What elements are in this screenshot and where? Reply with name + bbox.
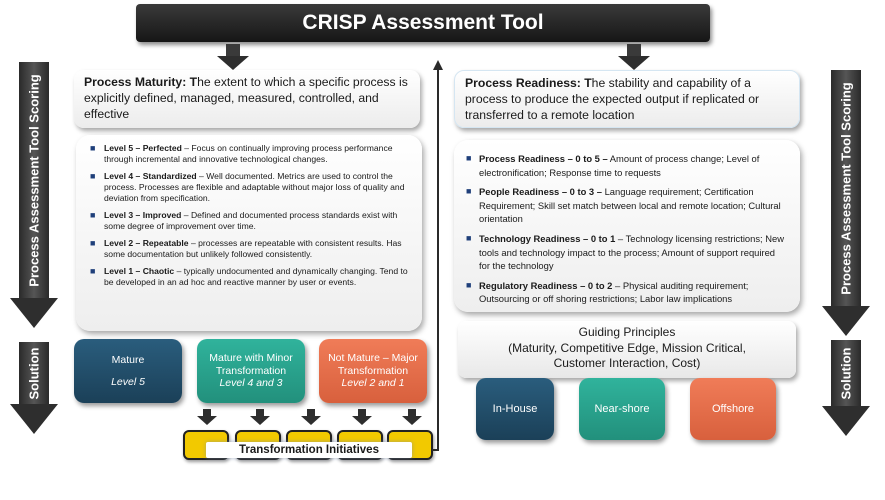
- side-arrow-solution-right: Solution: [822, 340, 870, 436]
- side-arrow-solution-left: Solution: [10, 342, 58, 434]
- list-item: ■Level 4 – Standardized – Well documente…: [90, 171, 405, 203]
- guiding-principles-line2: Customer Interaction, Cost): [553, 356, 701, 370]
- card-title: Not Mature – Major Transformation: [328, 352, 418, 377]
- readiness-criteria-panel: ■Process Readiness – 0 to 5 – Amount of …: [454, 140, 800, 312]
- transformation-initiatives-label: Transformation Initiatives: [206, 442, 412, 458]
- guiding-principles-line1: (Maturity, Competitive Edge, Mission Cri…: [508, 340, 746, 355]
- maturity-levels-list: ■Level 5 – Perfected – Focus on continua…: [90, 143, 408, 288]
- feedback-arrow: [432, 60, 443, 451]
- down-arrow-small: [250, 409, 270, 425]
- solution-label-left: Solution: [26, 347, 42, 399]
- card-level: Level 2 and 1: [341, 377, 405, 390]
- bullet-icon: ■: [90, 171, 96, 181]
- process-maturity-text: he extent to which a specific process is…: [84, 75, 408, 121]
- list-item: ■Technology Readiness – 0 to 1 – Technol…: [466, 232, 784, 272]
- bullet-icon: ■: [466, 153, 472, 163]
- process-readiness-definition: Process Readiness: The stability and cap…: [454, 70, 800, 128]
- down-arrow-right: [618, 44, 650, 70]
- card-in-house: In-House: [476, 378, 554, 440]
- card-level: Level 4 and 3: [219, 377, 283, 390]
- scoring-label-right: Process Assessment Tool Scoring: [838, 81, 854, 295]
- card-label: Near-shore: [594, 402, 650, 415]
- down-arrow-left: [217, 44, 249, 70]
- guiding-principles-title: Guiding Principles: [578, 325, 676, 339]
- card-mature-minor: Mature with Minor Transformation Level 4…: [197, 339, 305, 403]
- card-title: Mature: [111, 353, 145, 366]
- bullet-icon: ■: [90, 210, 96, 220]
- card-near-shore: Near-shore: [579, 378, 665, 440]
- readiness-criteria-list: ■Process Readiness – 0 to 5 – Amount of …: [466, 152, 786, 306]
- bullet-icon: ■: [466, 232, 472, 243]
- card-not-mature: Not Mature – Major Transformation Level …: [319, 339, 427, 403]
- list-item: ■Level 5 – Perfected – Focus on continua…: [90, 143, 393, 164]
- card-label: In-House: [492, 402, 538, 415]
- bullet-icon: ■: [90, 238, 96, 248]
- list-item: ■Regulatory Readiness – 0 to 2 – Physica…: [466, 279, 749, 305]
- bullet-icon: ■: [466, 186, 472, 197]
- title-bar: CRISP Assessment Tool: [136, 4, 710, 42]
- bullet-icon: ■: [90, 266, 96, 276]
- side-arrow-scoring-left: Process Assessment Tool Scoring: [10, 62, 58, 328]
- process-readiness-term: Process Readiness: T: [465, 76, 592, 90]
- list-item: ■People Readiness – 0 to 3 – Language re…: [466, 186, 781, 225]
- card-level: Level 5: [111, 376, 145, 388]
- list-item: ■Level 3 – Improved – Defined and docume…: [90, 210, 398, 231]
- scoring-label-left: Process Assessment Tool Scoring: [26, 73, 42, 287]
- solution-label-right: Solution: [838, 347, 854, 399]
- page-title: CRISP Assessment Tool: [302, 11, 544, 34]
- card-offshore: Offshore: [690, 378, 776, 440]
- maturity-levels-panel: ■Level 5 – Perfected – Focus on continua…: [76, 135, 422, 331]
- down-arrow-small: [301, 409, 321, 425]
- card-mature: Mature Level 5: [74, 339, 182, 403]
- guiding-principles: Guiding Principles (Maturity, Competitiv…: [458, 321, 796, 378]
- down-arrow-small: [352, 409, 372, 425]
- bullet-icon: ■: [466, 279, 472, 290]
- down-arrow-small: [402, 409, 422, 425]
- card-title: Mature with Minor Transformation: [209, 352, 293, 377]
- side-arrow-scoring-right: Process Assessment Tool Scoring: [822, 70, 870, 336]
- list-item: ■Level 1 – Chaotic – typically undocumen…: [90, 266, 408, 287]
- bullet-icon: ■: [90, 143, 96, 153]
- list-item: ■Process Readiness – 0 to 5 – Amount of …: [466, 153, 760, 178]
- down-arrow-small: [197, 409, 217, 425]
- process-readiness-text: he stability and capability of a process…: [465, 76, 760, 122]
- card-label: Offshore: [712, 402, 754, 415]
- list-item: ■Level 2 – Repeatable – processes are re…: [90, 238, 402, 259]
- process-maturity-term: Process Maturity: T: [84, 75, 198, 89]
- process-maturity-definition: Process Maturity: The extent to which a …: [74, 70, 420, 128]
